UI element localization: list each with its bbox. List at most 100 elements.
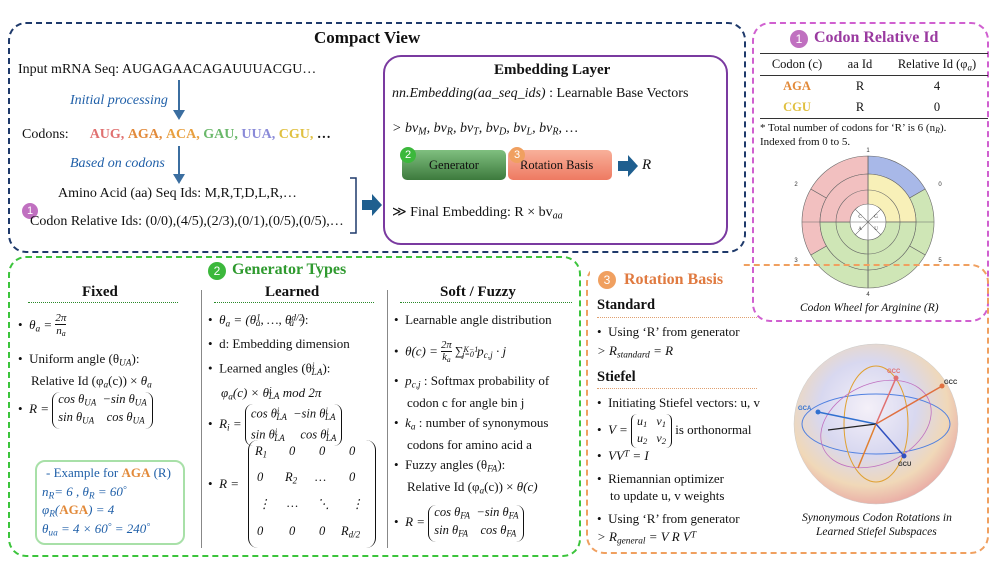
- stiefel-b5-b: > R: [597, 528, 617, 544]
- codons-label: Codons:: [22, 127, 69, 142]
- initial-processing-label: Initial processing: [70, 93, 168, 108]
- soft-b5-a: Fuzzy angles (θ: [405, 457, 488, 472]
- codon-aga: AGA,: [127, 127, 163, 142]
- input-prefix: Input mRNA Seq:: [18, 62, 122, 77]
- header-relative-id-text: Relative Id (φ: [897, 57, 968, 71]
- standard-end: = R: [649, 343, 674, 358]
- example-title-text: - Example for: [46, 465, 122, 480]
- example-r: (R): [150, 465, 171, 480]
- example-n: n: [42, 484, 49, 499]
- wheel-rings: [801, 155, 935, 289]
- wheel-num-4: 4: [866, 292, 870, 298]
- final-embedding-sub: aa: [552, 210, 563, 222]
- compact-view-title: Compact View: [314, 28, 421, 47]
- soft-b3: • pc,j : Softmax probability of codon c …: [394, 373, 550, 411]
- embedding-line1-rest: : Learnable Base Vectors: [545, 86, 689, 101]
- wheel-num-0: 0: [938, 182, 942, 188]
- divider-1: [201, 290, 202, 548]
- badge-1-compact: 1: [22, 203, 38, 219]
- right-arrow-r: [618, 155, 638, 177]
- badge-3-rotation: 3: [598, 271, 616, 289]
- stiefel-b1-text: Initiating Stiefel vectors: u, v: [608, 395, 761, 410]
- badge-1-codon: 1: [790, 30, 808, 48]
- embedding-layer-panel: [383, 55, 728, 245]
- down-arrow-1: [173, 80, 185, 120]
- learned-underline: [214, 302, 374, 303]
- cell-aa: R: [855, 100, 865, 115]
- codon-relative-ids: Codon Relative Ids: (0/0),(4/5),(2/3),(0…: [30, 214, 344, 229]
- standard-b2: > Rstandard = R: [597, 343, 673, 360]
- header-relative-id: Relative Id (φa): [897, 57, 977, 73]
- sphere-caption-2: Learned Stiefel Subspaces: [816, 526, 937, 538]
- soft-b3-a: : Softmax probability of: [423, 373, 550, 388]
- example-theta: θ: [42, 521, 49, 536]
- codon-aca: ACA,: [165, 127, 200, 142]
- learned-b5: • R =: [208, 476, 240, 491]
- example-phi: φ: [42, 502, 50, 517]
- embedding-code: nn.Embedding(aa_seq_ids): [392, 86, 546, 101]
- soft-b4: • ka : number of synonymous codons for a…: [394, 415, 549, 453]
- example-line3: θua = 4 × 60° = 240°: [42, 521, 151, 539]
- cell-codon: CGU: [783, 100, 811, 115]
- codon-id-title: Codon Relative Id: [814, 29, 939, 46]
- codon-relative-id-panel: [752, 22, 989, 322]
- learned-b1: • θa = (θ1a, …, θd/2a ):: [208, 312, 309, 330]
- badge-2-generator: 2: [208, 262, 226, 280]
- stiefel-sub: general: [616, 536, 646, 547]
- wheel-num-1: 1: [866, 148, 870, 154]
- embedding-line1: nn.Embedding(aa_seq_ids) : Learnable Bas…: [392, 86, 688, 102]
- learned-b2: • d: Embedding dimension: [208, 336, 350, 351]
- stiefel-title: Stiefel: [597, 369, 636, 385]
- soft-b5-b: Relative Id (φ: [407, 479, 480, 495]
- learned-title: Learned: [265, 284, 320, 300]
- fixed-underline: [28, 302, 178, 303]
- stiefel-b2-end: is orthonormal: [675, 422, 752, 438]
- cell-codon: AGA: [783, 79, 811, 94]
- rotation-basis-box: [508, 150, 612, 180]
- sphere-caption-1: Synonymous Codon Rotations in: [802, 512, 952, 524]
- codon-note-1: * Total number of codons for ‘R’ is 6 (n…: [760, 122, 946, 135]
- learned-b2-text: d: Embedding dimension: [219, 336, 350, 351]
- example-line2: φR(AGA) = 4: [42, 502, 115, 520]
- learned-b3-text: Learned angles (θ: [219, 360, 312, 376]
- soft-underline: [400, 302, 572, 303]
- embedding-title: Embedding Layer: [494, 62, 611, 78]
- stiefel-b5-a: Using ‘R’ from generator: [608, 511, 740, 526]
- codon-note-1-text: * Total number of codons for ‘R’ is 6 (n: [760, 122, 936, 134]
- learned-b3: • Learned angles (θiLA): φa(c) × θiLA mo…: [208, 360, 331, 403]
- standard-b1: • Using ‘R’ from generator: [597, 324, 740, 339]
- stiefel-b4: • Riemannian optimizer to update u, v we…: [597, 471, 725, 503]
- header-aa-id: aa Id: [847, 57, 873, 72]
- r-output: R: [642, 157, 652, 173]
- example-aga: AGA: [121, 465, 151, 480]
- compact-view-panel: [8, 22, 746, 253]
- soft-fuzzy-title: Soft / Fuzzy: [440, 284, 516, 300]
- soft-b4-b: codons for amino acid a: [407, 437, 532, 453]
- stiefel-sphere: GCC GCC GCU GCA: [793, 343, 959, 505]
- generator-types-title: Generator Types: [232, 261, 347, 278]
- codon-note-1-sub: R: [935, 125, 940, 135]
- stiefel-b4-b: to update u, v weights: [610, 488, 725, 503]
- codon-wheel-caption: Codon Wheel for Arginine (R): [800, 302, 939, 314]
- stiefel-underline: [597, 388, 757, 389]
- standard-underline: [597, 317, 757, 318]
- standard-sub: standard: [616, 350, 650, 361]
- sphere-label-right: GCC: [944, 380, 958, 386]
- divider-2: [387, 290, 388, 548]
- final-embedding: ≫ Final Embedding: R × bvaa: [392, 204, 563, 222]
- base-vectors-line: > bvM, bvR, bvT, bvD, bvL, bvR, …: [392, 121, 578, 138]
- stiefel-b5: • Using ‘R’ from generator> Rgeneral = V…: [597, 511, 740, 547]
- codon-note-2: Indexed from 0 to 5.: [760, 136, 851, 148]
- wheel-num-3: 3: [794, 258, 798, 264]
- soft-b4-a: : number of synonymous: [418, 415, 549, 430]
- codons-row: Codons: AUG, AGA, ACA, GAU, UUA, CGU, …: [22, 127, 331, 143]
- example-title: - Example for AGA (R): [46, 465, 171, 481]
- soft-b5: • Fuzzy angles (θFA): Relative Id (φa(c)…: [394, 457, 538, 497]
- codon-table: Codon (c) aa Id Relative Id (φa) AGA R 4…: [760, 53, 988, 119]
- bracket-arrow: [350, 177, 382, 234]
